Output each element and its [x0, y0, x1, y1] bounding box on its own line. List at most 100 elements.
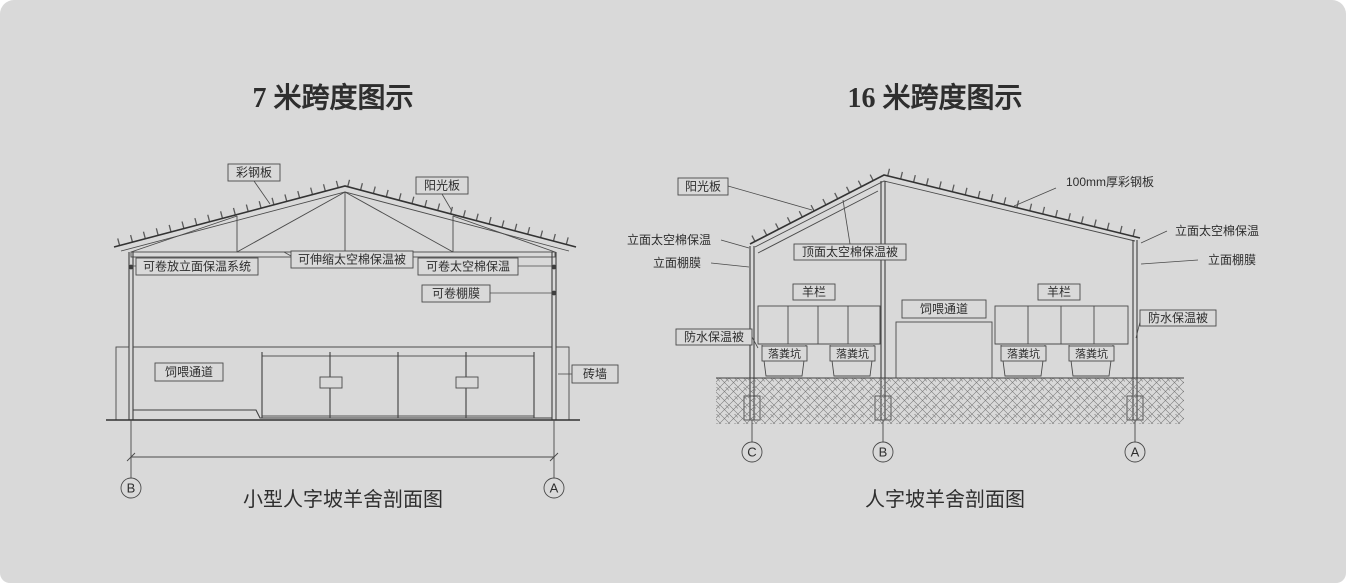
left-extension-lines: [130, 420, 555, 478]
axis-label-a2: A: [1131, 445, 1140, 460]
left-dimension-ticks: [126, 452, 559, 462]
right-wall-roller-dot-upper: [551, 264, 557, 270]
axis-label-c: C: [747, 445, 756, 460]
waterproof-left-leader: [751, 336, 759, 349]
pen-panel-tag-right: [455, 376, 479, 389]
manure-pit-4-label-box: [1068, 345, 1115, 362]
manure-pit-3-label-box: [1000, 345, 1047, 362]
right-wall-roller-dot-lower: [551, 290, 557, 296]
manure-pit-4-label: 落粪坑: [1075, 347, 1108, 361]
waterproof-left-label: 防水保温被: [684, 329, 744, 344]
steel-panel-label: 彩钢板: [236, 166, 272, 180]
sheep-pen-left-label-box: [792, 283, 836, 301]
sheep-pen-left-label: 羊栏: [802, 284, 826, 299]
feed-aisle-label-box: [154, 362, 224, 382]
rollable-film-label-box: [421, 284, 491, 303]
left-truss-webs: [130, 191, 556, 253]
pen-rail-posts: [787, 306, 1095, 344]
manure-pit-1-label-box: [761, 345, 808, 362]
brick-wall-label: 砖墙: [583, 366, 607, 381]
facade-film-left-label: 立面棚膜: [653, 255, 701, 270]
facade-film-right-label: 立面棚膜: [1208, 252, 1256, 267]
ground-hatch: [716, 378, 1184, 424]
axis-bubble-b: [120, 477, 142, 499]
right-diagram-caption: 人字坡羊舍剖面图: [865, 488, 1025, 511]
manure-pit-2-label: 落粪坑: [836, 347, 869, 361]
pen-panel-tag-left: [319, 376, 343, 389]
axis-label-a: A: [550, 481, 559, 496]
retractable-quilt-label: 可伸缩太空棉保温被: [298, 252, 406, 267]
axis-label-b2: B: [879, 445, 888, 460]
facade-cotton-right-leader: [1140, 230, 1168, 244]
rollable-film-label: 可卷棚膜: [432, 286, 480, 301]
steel-panel-label-box: [227, 163, 281, 182]
waterproof-right-label-box: [1139, 309, 1217, 327]
left-diagram-title: 7 米跨度图示: [252, 82, 413, 114]
left-walls: [128, 252, 557, 420]
manure-pit-1-label: 落粪坑: [768, 347, 801, 361]
sun-panel-leader: [441, 193, 453, 212]
sheep-pen-right-label-box: [1037, 283, 1081, 301]
retractable-quilt-label-box: [290, 250, 414, 269]
facade-cotton-right-label: 立面太空棉保温: [1175, 223, 1259, 238]
right-roof-seam-ticks-right: [887, 168, 1137, 237]
sun-panel-label-box: [415, 176, 469, 195]
left-floor-line: [133, 409, 552, 419]
facade-cotton-left-label: 立面太空棉保温: [627, 232, 711, 247]
feed-aisle-platform: [895, 321, 993, 379]
steel-panel-leader: [253, 180, 271, 205]
sheep-pen-left-mesh: [757, 305, 881, 345]
rollable-cotton-label: 可卷太空棉保温: [426, 259, 510, 274]
axis-bubble-a: [543, 477, 565, 499]
left-roof-outer-line: [113, 185, 577, 248]
sheep-pen-right-mesh: [994, 305, 1129, 345]
left-wall-roller-dot: [128, 264, 134, 270]
right-roof-inner-line: [754, 180, 1136, 248]
axis-label-b: B: [127, 481, 136, 496]
facade-film-left-leader: [710, 262, 750, 268]
right-diagram-title: 16 米跨度图示: [847, 82, 1022, 114]
left-callouts: 彩钢板 阳光板 可卷放立面保温系统 可伸缩太空棉保温被 可卷太空棉保温 可卷棚膜…: [132, 163, 619, 384]
facade-film-right-leader: [1140, 259, 1199, 265]
rollable-facade-label: 可卷放立面保温系统: [143, 259, 251, 274]
rollable-facade-label-box: [135, 257, 259, 276]
feed-aisle-right-label-box: [901, 299, 987, 319]
feed-aisle-label: 饲喂通道: [165, 365, 213, 379]
facade-cotton-left-leader: [720, 239, 750, 249]
manure-pit-3-label: 落粪坑: [1007, 347, 1040, 361]
left-shed-structure: [106, 179, 580, 421]
retractable-quilt-leader: [283, 251, 292, 257]
roof-insulation-line: [757, 190, 879, 254]
sun-panel-right-leader: [727, 185, 813, 211]
right-roof-seam-ticks-left: [751, 169, 883, 243]
steel-panel-100-label: 100mm厚彩钢板: [1066, 175, 1154, 189]
rollable-cotton-label-box: [417, 257, 519, 276]
axis-bubble-a2: [1124, 441, 1146, 463]
waterproof-right-label: 防水保温被: [1148, 310, 1208, 325]
right-dimension-axes: C B A: [741, 420, 1146, 463]
axis-bubble-b2: [872, 441, 894, 463]
waterproof-left-label-box: [675, 328, 753, 346]
manure-pit-outlines: [761, 344, 1114, 377]
right-extension-lines: [751, 420, 1136, 442]
feed-aisle-right-label: 饲喂通道: [920, 302, 968, 316]
manure-pit-2-label-box: [829, 345, 876, 362]
right-callouts: 阳光板 立面太空棉保温 立面棚膜 顶面太空棉保温被 100mm厚彩钢板 立面太空…: [627, 175, 1259, 362]
sun-panel-right-label: 阳光板: [685, 180, 721, 194]
left-brick-pier: [115, 346, 130, 421]
sun-panel-label: 阳光板: [424, 179, 460, 193]
roof-cotton-quilt-label-box: [793, 243, 907, 261]
steel-panel-100-leader: [1013, 187, 1057, 207]
roof-cotton-quilt-leader: [842, 199, 851, 245]
left-diagram-caption: 小型人字坡羊舍剖面图: [243, 488, 443, 511]
right-roof-outer-line: [749, 174, 1141, 245]
right-shed-structure: [716, 168, 1184, 424]
pen-posts: [261, 352, 535, 418]
waterproof-right-leader: [1135, 321, 1141, 339]
roof-cotton-quilt-label: 顶面太空棉保温被: [802, 244, 898, 259]
sheep-pen-right-label: 羊栏: [1047, 284, 1071, 299]
right-brick-pier: [555, 346, 570, 421]
left-dimension-axes: B A: [120, 420, 565, 499]
